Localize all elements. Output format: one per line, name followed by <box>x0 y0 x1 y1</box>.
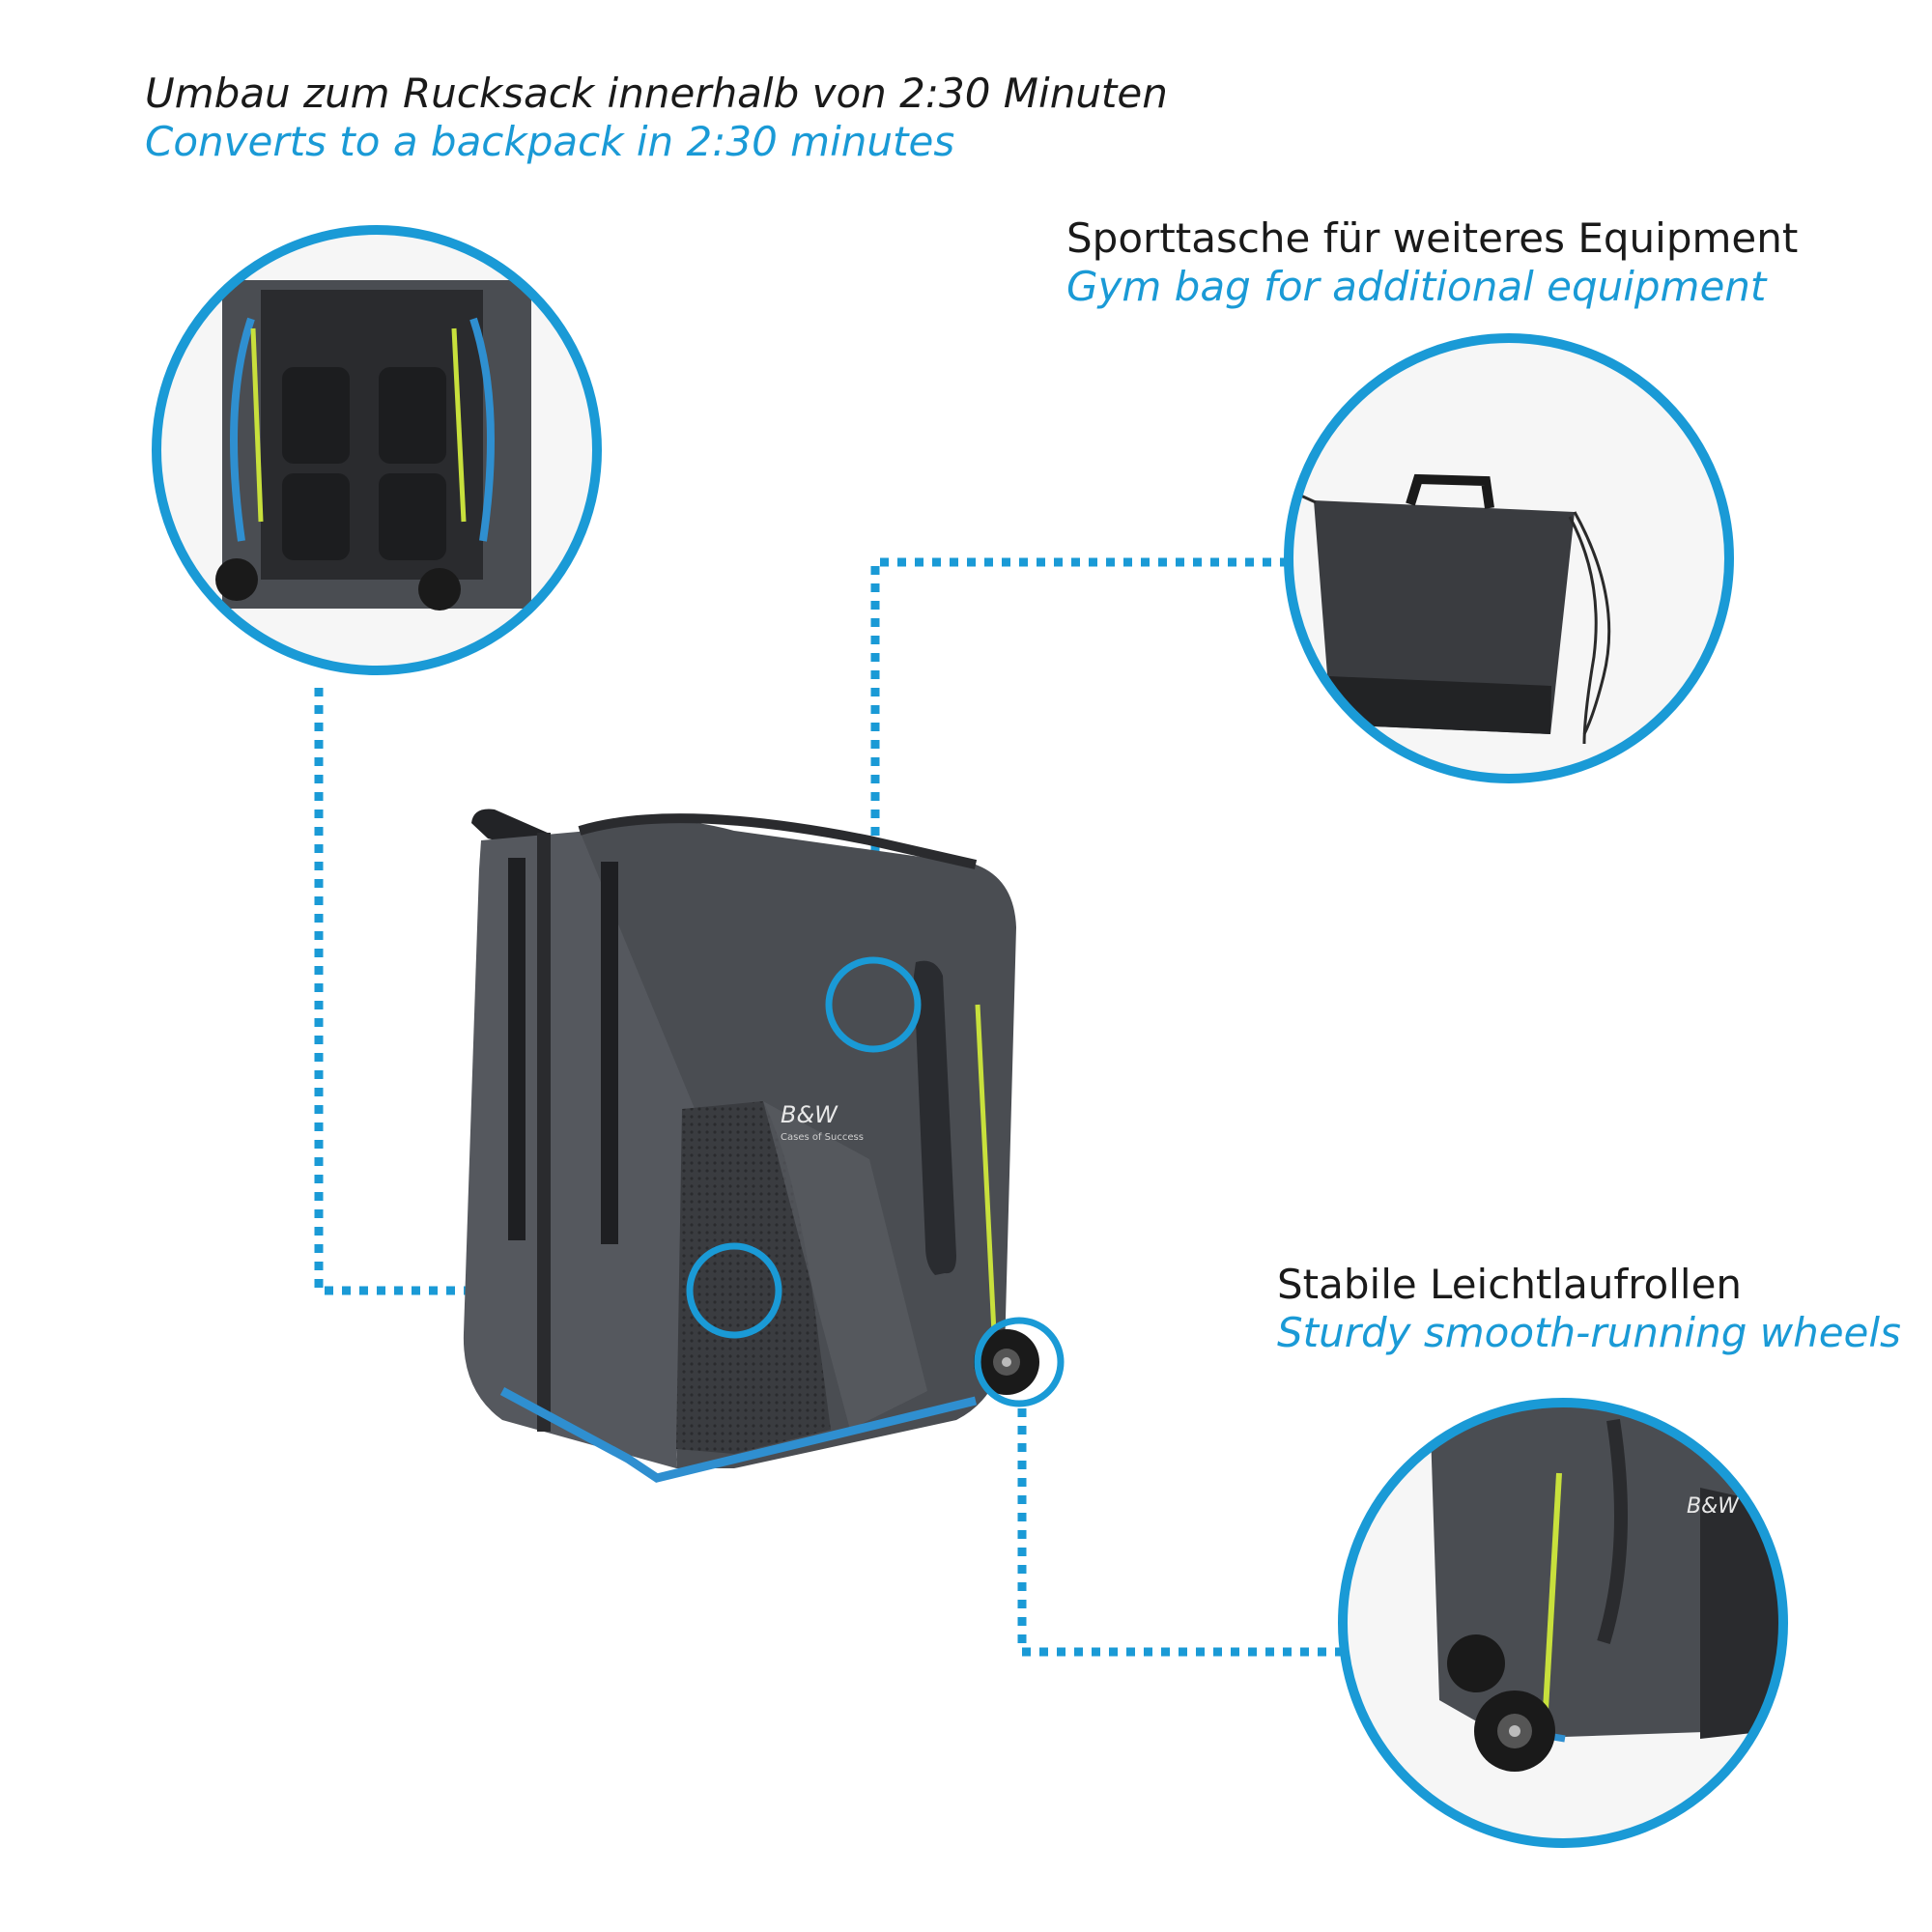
feature-wheels-title-de: Stabile Leichtlaufrollen <box>1277 1261 1743 1308</box>
feature-backpack-title-de: Umbau zum Rucksack innerhalb von 2:30 Mi… <box>145 70 1168 117</box>
main-bag: B&W Cases of Success <box>463 809 1039 1483</box>
feature-wheels-caption: Stabile Leichtlaufrollen Sturdy smooth-r… <box>1277 1261 1901 1358</box>
detail-brand-logo: B&W <box>1687 1494 1740 1519</box>
bag-strap-left <box>508 858 526 1240</box>
feature-backpack-title-en: Converts to a backpack in 2:30 minutes <box>145 118 955 166</box>
feature-gymbag-title-de: Sporttasche für weiteres Equipment <box>1066 214 1799 262</box>
connector-wheels <box>1017 1408 1343 1657</box>
marker-mesh-pocket <box>686 1242 782 1339</box>
detail-backpack <box>152 225 602 675</box>
detail-gymbag-ring <box>1284 333 1734 783</box>
feature-backpack-caption: Umbau zum Rucksack innerhalb von 2:30 Mi… <box>145 70 1168 167</box>
trolley-frame <box>499 1387 978 1483</box>
marker-wheel <box>974 1317 1065 1407</box>
highlight-markers <box>686 956 1065 1407</box>
feature-wheels-title-en: Sturdy smooth-running wheels <box>1277 1309 1901 1357</box>
brand-tagline: Cases of Success <box>781 1132 864 1143</box>
detail-wheels-ring <box>1338 1398 1788 1848</box>
detail-backpack-ring <box>152 225 602 675</box>
bag-strap-right <box>601 862 618 1244</box>
bag-wheel <box>974 1329 1039 1395</box>
feature-gymbag-caption: Sporttasche für weiteres Equipment Gym b… <box>1066 214 1798 312</box>
brand-logo: B&W <box>781 1101 838 1128</box>
detail-gymbag <box>1284 333 1734 783</box>
marker-top-pocket <box>825 956 922 1053</box>
detail-wheels: B&W <box>1338 1398 1788 1848</box>
feature-gymbag-title-en: Gym bag for additional equipment <box>1066 263 1767 311</box>
zipper-stripe <box>975 1004 998 1353</box>
